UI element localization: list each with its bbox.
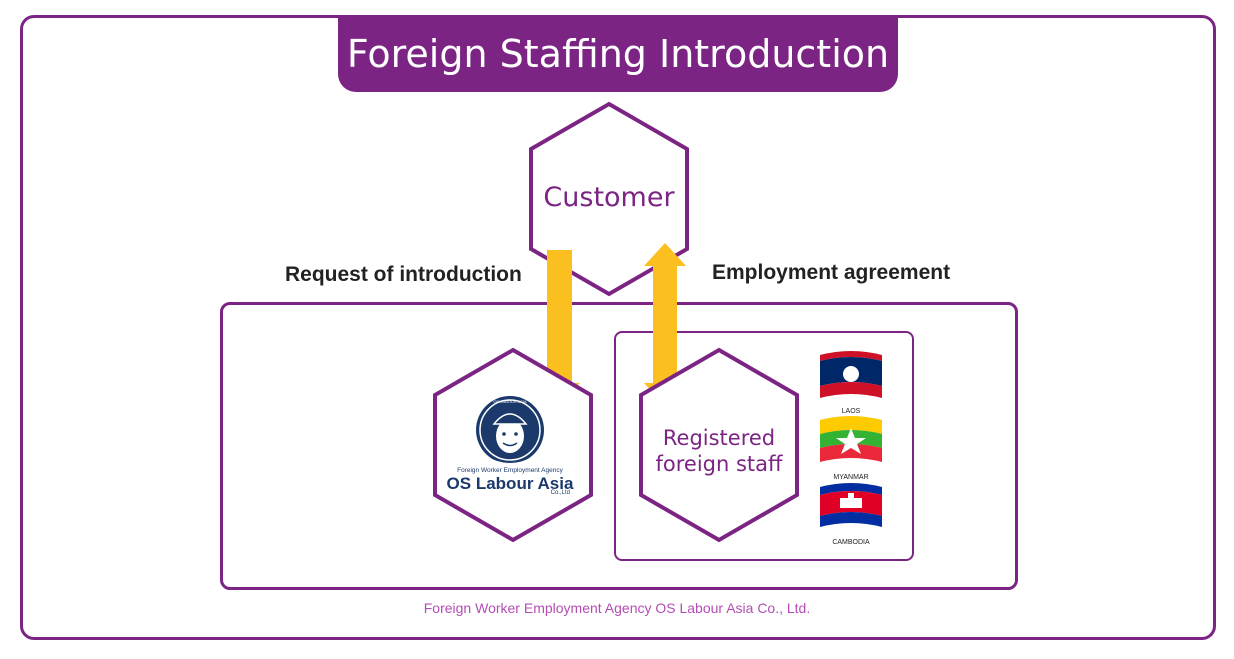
staff-label-line1: Registered — [662, 426, 776, 450]
agency-tagline: Foreign Worker Employment Agency — [457, 467, 563, 474]
customer-hexagon — [529, 101, 689, 297]
flag-label-laos: LAOS — [841, 408, 861, 415]
agreement-label: Employment agreement — [712, 261, 951, 284]
agreement-arrow — [644, 243, 686, 405]
agency-suffix: Co.,Ltd — [550, 490, 570, 496]
myanmar-flag-icon — [820, 416, 882, 462]
staff-area-box — [614, 331, 914, 561]
customer-label: Customer — [543, 182, 675, 213]
agency-area-box — [220, 302, 1018, 590]
page-title: Foreign Staffing Introduction — [346, 31, 890, 76]
cambodia-flag-icon — [820, 483, 882, 527]
title-banner: Foreign Staffing Introduction — [338, 15, 898, 92]
request-arrow — [538, 250, 580, 405]
flag-label-cambodia: CAMBODIA — [832, 539, 870, 546]
agency-logo-top-text: OS LABOUR ASIA — [493, 399, 527, 404]
request-label: Request of introduction — [285, 263, 522, 286]
agency-logo-icon — [476, 396, 544, 464]
staff-hexagon — [639, 347, 799, 543]
laos-flag-icon — [820, 351, 882, 398]
staff-label-line2: foreign staff — [655, 452, 783, 476]
agency-name: OS Labour Asia — [446, 474, 574, 493]
footer-text: Foreign Worker Employment Agency OS Labo… — [423, 600, 811, 616]
staff-label: Registered foreign staff — [641, 425, 797, 477]
flag-label-myanmar: MYANMAR — [833, 474, 869, 481]
